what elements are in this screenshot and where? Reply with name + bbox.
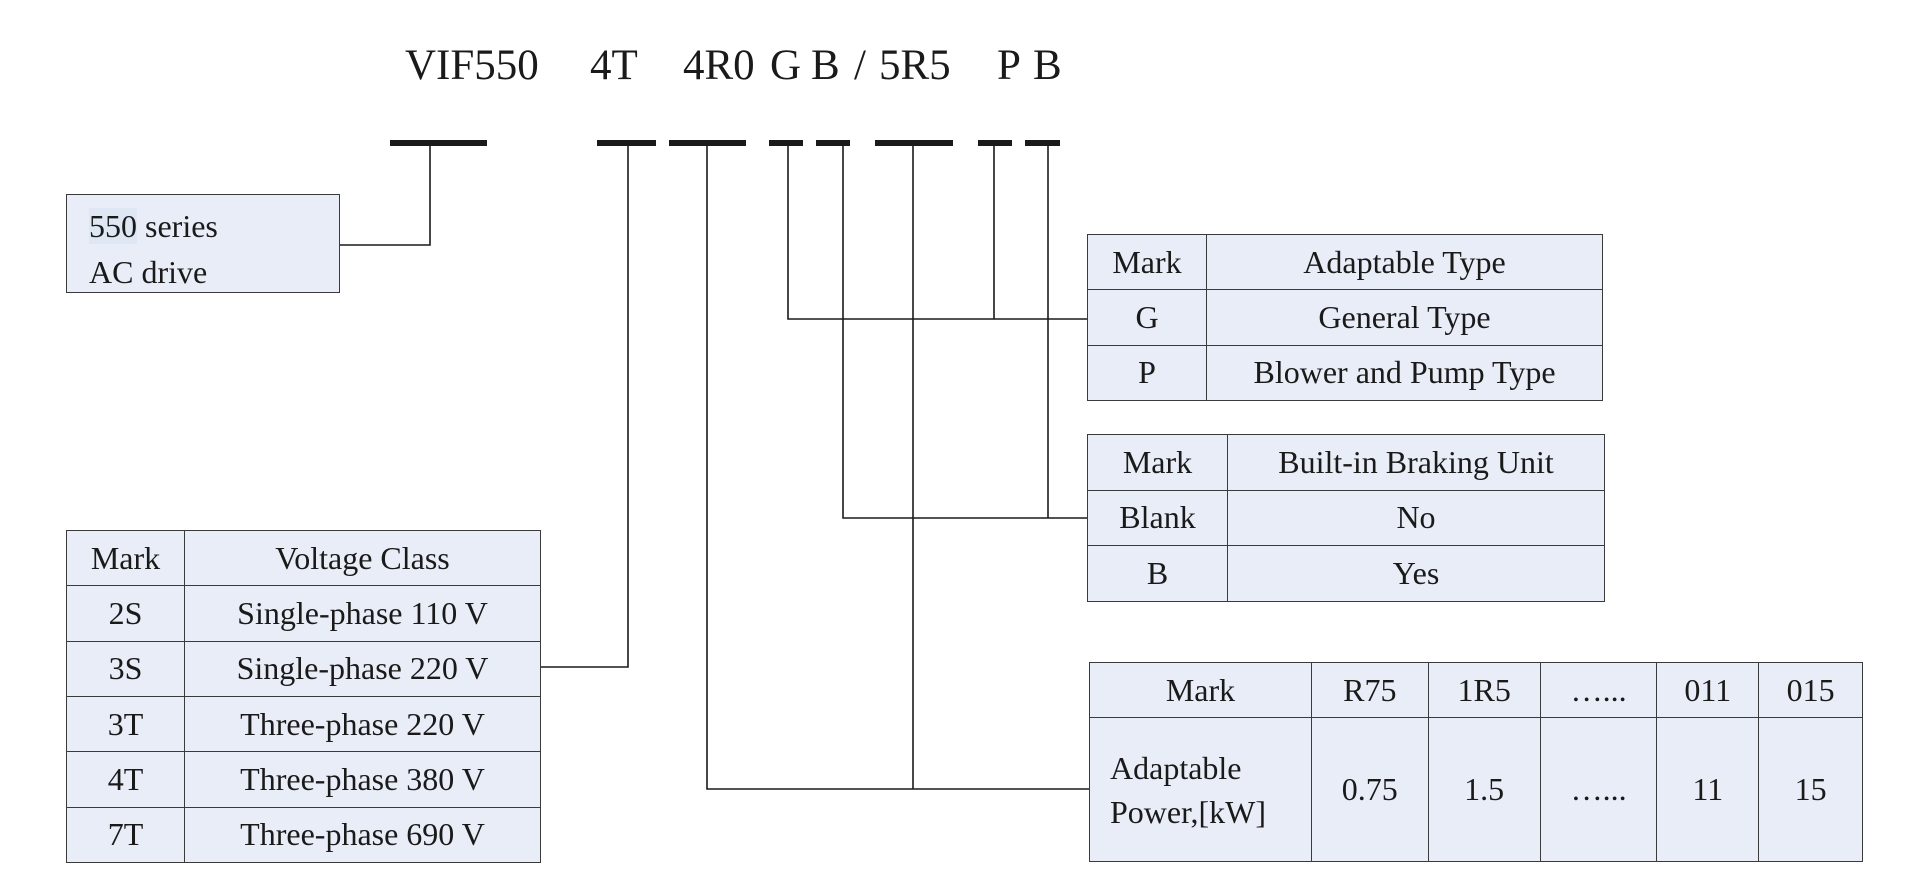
table-cell: 4T: [66, 751, 185, 808]
code-slash: /: [854, 42, 866, 89]
table-row: Blank No: [1087, 489, 1605, 547]
table-row: Mark Adaptable Type: [1087, 233, 1603, 291]
table-cell: B: [1087, 545, 1228, 602]
wire-voltage: [541, 143, 629, 668]
table-row: Adaptable Power,[kW] 0.75 1.5 …... 11 15: [1089, 717, 1863, 862]
code-brake: B: [811, 42, 840, 89]
table-row-label: Adaptable Power,[kW]: [1089, 717, 1312, 862]
table-row: Mark Built-in Braking Unit: [1087, 434, 1605, 491]
code-voltage: 4T: [590, 42, 638, 89]
code-power: 4R0: [683, 42, 755, 89]
adaptable-type-table: Mark Adaptable Type G General Type P Blo…: [1087, 233, 1603, 402]
table-row: 3T Three-phase 220 V: [66, 695, 541, 753]
table-header-cell: Voltage Class: [184, 529, 541, 587]
adaptable-power-table: Mark R75 1R5 …... 011 015 Adaptable Powe…: [1089, 662, 1863, 862]
table-header-cell: 015: [1758, 662, 1863, 718]
table-cell: 0.75: [1311, 717, 1429, 862]
table-row: Mark Voltage Class: [66, 529, 541, 587]
table-row: Mark R75 1R5 …... 011 015: [1089, 662, 1863, 718]
wire-series: [340, 143, 431, 246]
table-row: G General Type: [1087, 289, 1603, 346]
table-row: 3S Single-phase 220 V: [66, 640, 541, 697]
table-cell: 2S: [66, 585, 185, 642]
wire-brake: [842, 143, 1087, 519]
table-cell: 3T: [66, 695, 185, 753]
table-cell: 3S: [66, 640, 185, 697]
table-cell: 15: [1758, 717, 1863, 862]
table-cell: Three-phase 380 V: [184, 751, 541, 808]
code-type: G: [770, 42, 802, 89]
table-header-cell: Mark: [1087, 434, 1228, 491]
code-series: VIF550: [405, 42, 539, 89]
table-cell: P: [1087, 344, 1207, 402]
code-brake-alt: B: [1033, 42, 1062, 89]
table-header-cell: Mark: [1087, 233, 1207, 291]
table-cell: G: [1087, 289, 1207, 346]
table-cell: Single-phase 220 V: [184, 640, 541, 697]
row-label-line2: Power,[kW]: [1110, 793, 1266, 830]
table-header-cell: Mark: [1089, 662, 1312, 718]
table-row: 7T Three-phase 690 V: [66, 806, 541, 864]
table-cell: …...: [1539, 717, 1658, 862]
code-power-alt: 5R5: [879, 42, 951, 89]
table-row: 4T Three-phase 380 V: [66, 751, 541, 808]
table-header-cell: 011: [1656, 662, 1760, 718]
table-cell: Blank: [1087, 489, 1228, 547]
table-cell: Single-phase 110 V: [184, 585, 541, 642]
table-cell: No: [1227, 489, 1605, 547]
table-cell: Blower and Pump Type: [1206, 344, 1603, 402]
series-number: 550: [89, 208, 137, 244]
table-cell: 7T: [66, 806, 185, 864]
wire-power: [706, 143, 1089, 790]
table-cell: 11: [1656, 717, 1760, 862]
table-cell: Three-phase 220 V: [184, 695, 541, 753]
table-cell: 1.5: [1427, 717, 1541, 862]
code-type-alt: P: [997, 42, 1021, 89]
series-word: series: [137, 208, 218, 244]
wire-type: [787, 143, 1087, 320]
table-cell: General Type: [1206, 289, 1603, 346]
table-row: B Yes: [1087, 545, 1605, 602]
table-cell: Yes: [1227, 545, 1605, 602]
table-row: P Blower and Pump Type: [1087, 344, 1603, 402]
row-label-line1: Adaptable: [1110, 749, 1242, 786]
series-box: 550 series AC drive: [66, 194, 340, 293]
table-header-cell: Adaptable Type: [1206, 233, 1603, 291]
voltage-class-table: Mark Voltage Class 2S Single-phase 110 V…: [66, 529, 541, 864]
table-header-cell: R75: [1311, 662, 1429, 718]
table-header-cell: …...: [1539, 662, 1658, 718]
braking-unit-table: Mark Built-in Braking Unit Blank No B Ye…: [1087, 434, 1605, 602]
table-header-cell: 1R5: [1427, 662, 1541, 718]
table-cell: Three-phase 690 V: [184, 806, 541, 864]
series-line1: 550 series: [89, 203, 317, 249]
table-row: 2S Single-phase 110 V: [66, 585, 541, 642]
table-header-cell: Built-in Braking Unit: [1227, 434, 1605, 491]
series-line2: AC drive: [89, 254, 208, 290]
table-header-cell: Mark: [66, 529, 185, 587]
